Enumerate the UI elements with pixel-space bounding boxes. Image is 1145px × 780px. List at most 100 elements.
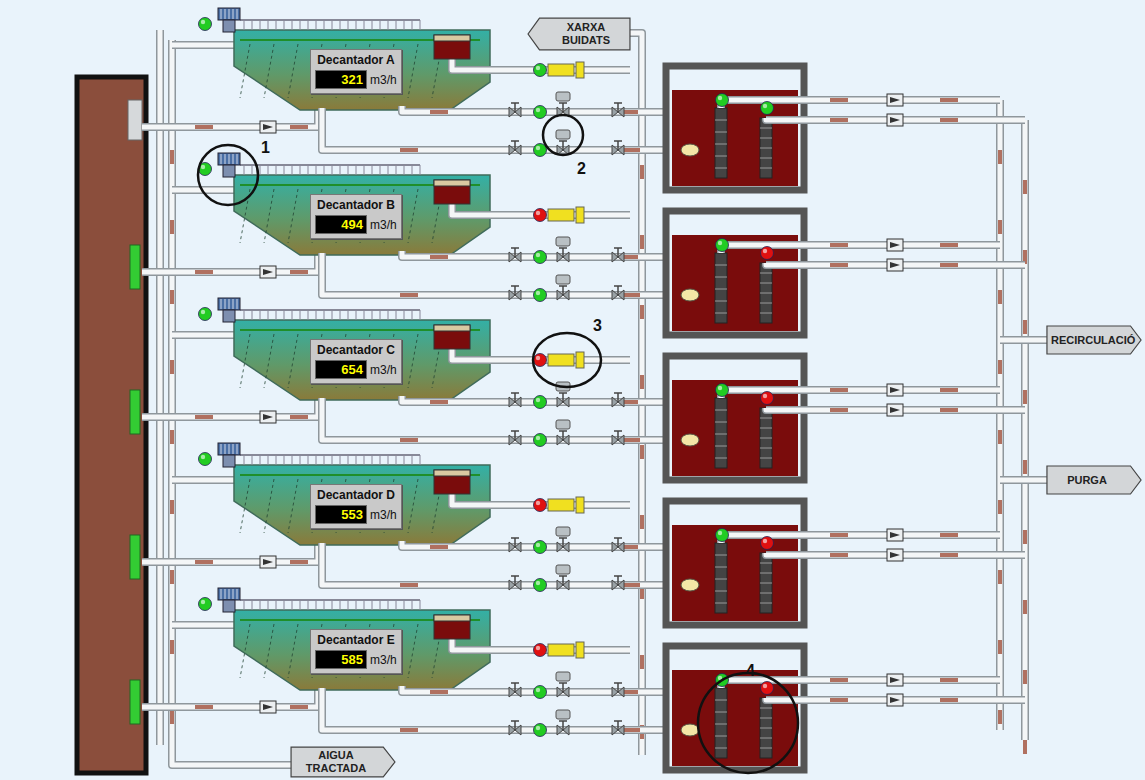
railing-post <box>404 600 405 610</box>
railing <box>240 164 420 166</box>
actuator <box>556 672 570 681</box>
status-dot <box>199 453 212 466</box>
railing-post <box>260 455 261 465</box>
check-valve <box>260 411 276 423</box>
lamella <box>264 44 274 98</box>
status-dot-shine <box>536 291 540 295</box>
motor-fin <box>237 444 238 454</box>
pipe <box>172 333 236 338</box>
check-valve-mark <box>890 407 900 413</box>
railing-post <box>316 455 317 465</box>
valve-stem <box>617 103 619 112</box>
valve-stem <box>514 431 516 440</box>
railing-post <box>412 165 413 175</box>
railing-post <box>404 20 405 30</box>
railing-post <box>396 455 397 465</box>
flow-arrow <box>640 445 644 459</box>
flow-arrow <box>400 438 418 442</box>
railing <box>240 19 420 21</box>
pump-band <box>760 148 772 149</box>
railing-post <box>372 600 373 610</box>
drive-gear <box>223 455 235 467</box>
status-dot <box>534 499 547 512</box>
valve-stem <box>511 682 519 684</box>
railing-post <box>292 165 293 175</box>
check-valve-mark <box>890 117 900 123</box>
railing-post <box>300 20 301 30</box>
valve-stem <box>559 430 567 432</box>
railing-post <box>260 600 261 610</box>
pipe-edge <box>172 41 236 49</box>
valve-stem <box>514 286 516 295</box>
railing-post <box>340 310 341 320</box>
pump-band <box>760 748 772 749</box>
callout-number: 4 <box>746 662 755 680</box>
sludge-hopper-top <box>434 470 470 476</box>
decanter-panel: Decantador B494m3/h <box>310 194 402 239</box>
valve-stem <box>511 392 519 394</box>
pump-band <box>715 567 727 568</box>
pipe-edge <box>172 476 236 484</box>
railing-post <box>276 165 277 175</box>
valve-stem <box>511 720 519 722</box>
flow-arrow <box>400 728 418 732</box>
railing-post <box>300 165 301 175</box>
railing-post <box>252 455 253 465</box>
level-lamp <box>681 289 699 301</box>
motor-fin <box>225 9 226 19</box>
pipe <box>322 688 675 730</box>
tag-outline <box>1047 326 1141 354</box>
railing-post <box>388 600 389 610</box>
railing-post <box>356 310 357 320</box>
pump-band <box>760 718 772 719</box>
actuator <box>556 275 570 284</box>
railing-post <box>300 455 301 465</box>
check-valve <box>887 259 903 271</box>
railing-post <box>420 455 421 465</box>
panel-row: 585m3/h <box>315 650 397 669</box>
flow-arrow <box>940 243 958 247</box>
status-dot-shine <box>718 241 722 245</box>
motor-fin <box>229 589 230 599</box>
flow-display: 654 <box>315 360 367 379</box>
pump <box>715 253 727 323</box>
status-dot-shine <box>536 646 540 650</box>
flow-arrow <box>170 710 174 724</box>
check-valve <box>260 266 276 278</box>
railing-post <box>404 310 405 320</box>
pump-pit <box>666 66 804 190</box>
flow-arrow <box>290 125 308 129</box>
flow-arrow <box>170 290 174 304</box>
decanter-panel: Decantador D553m3/h <box>310 484 402 529</box>
valve-stem <box>614 575 622 577</box>
valve-stem <box>562 286 564 295</box>
flow-arrow <box>622 728 640 732</box>
flow-arrow <box>830 118 848 122</box>
railing-post <box>308 165 309 175</box>
drive-motor <box>218 153 240 165</box>
callout-circle <box>198 145 258 205</box>
pump-band <box>715 289 727 290</box>
railing-post <box>316 20 317 30</box>
railing-post <box>396 20 397 30</box>
status-dot-shine <box>718 386 722 390</box>
pipe-edge <box>322 253 675 295</box>
panel-row: 654m3/h <box>315 360 397 379</box>
pump <box>760 698 772 758</box>
motor-fin <box>225 589 226 599</box>
railing-post <box>292 600 293 610</box>
drive-gear <box>223 165 235 177</box>
railing-post <box>292 455 293 465</box>
panel-title: Decantador C <box>315 343 397 357</box>
pump-band <box>760 303 772 304</box>
callout-number: 2 <box>577 160 586 178</box>
pump-band <box>760 738 772 739</box>
status-dot-shine <box>536 66 540 70</box>
railing-post <box>412 455 413 465</box>
check-valve <box>887 529 903 541</box>
valve-stem <box>562 721 564 730</box>
pump-band <box>715 277 727 278</box>
valve-stem <box>562 103 564 112</box>
valve-stem <box>511 285 519 287</box>
callout-number: 1 <box>261 139 270 157</box>
